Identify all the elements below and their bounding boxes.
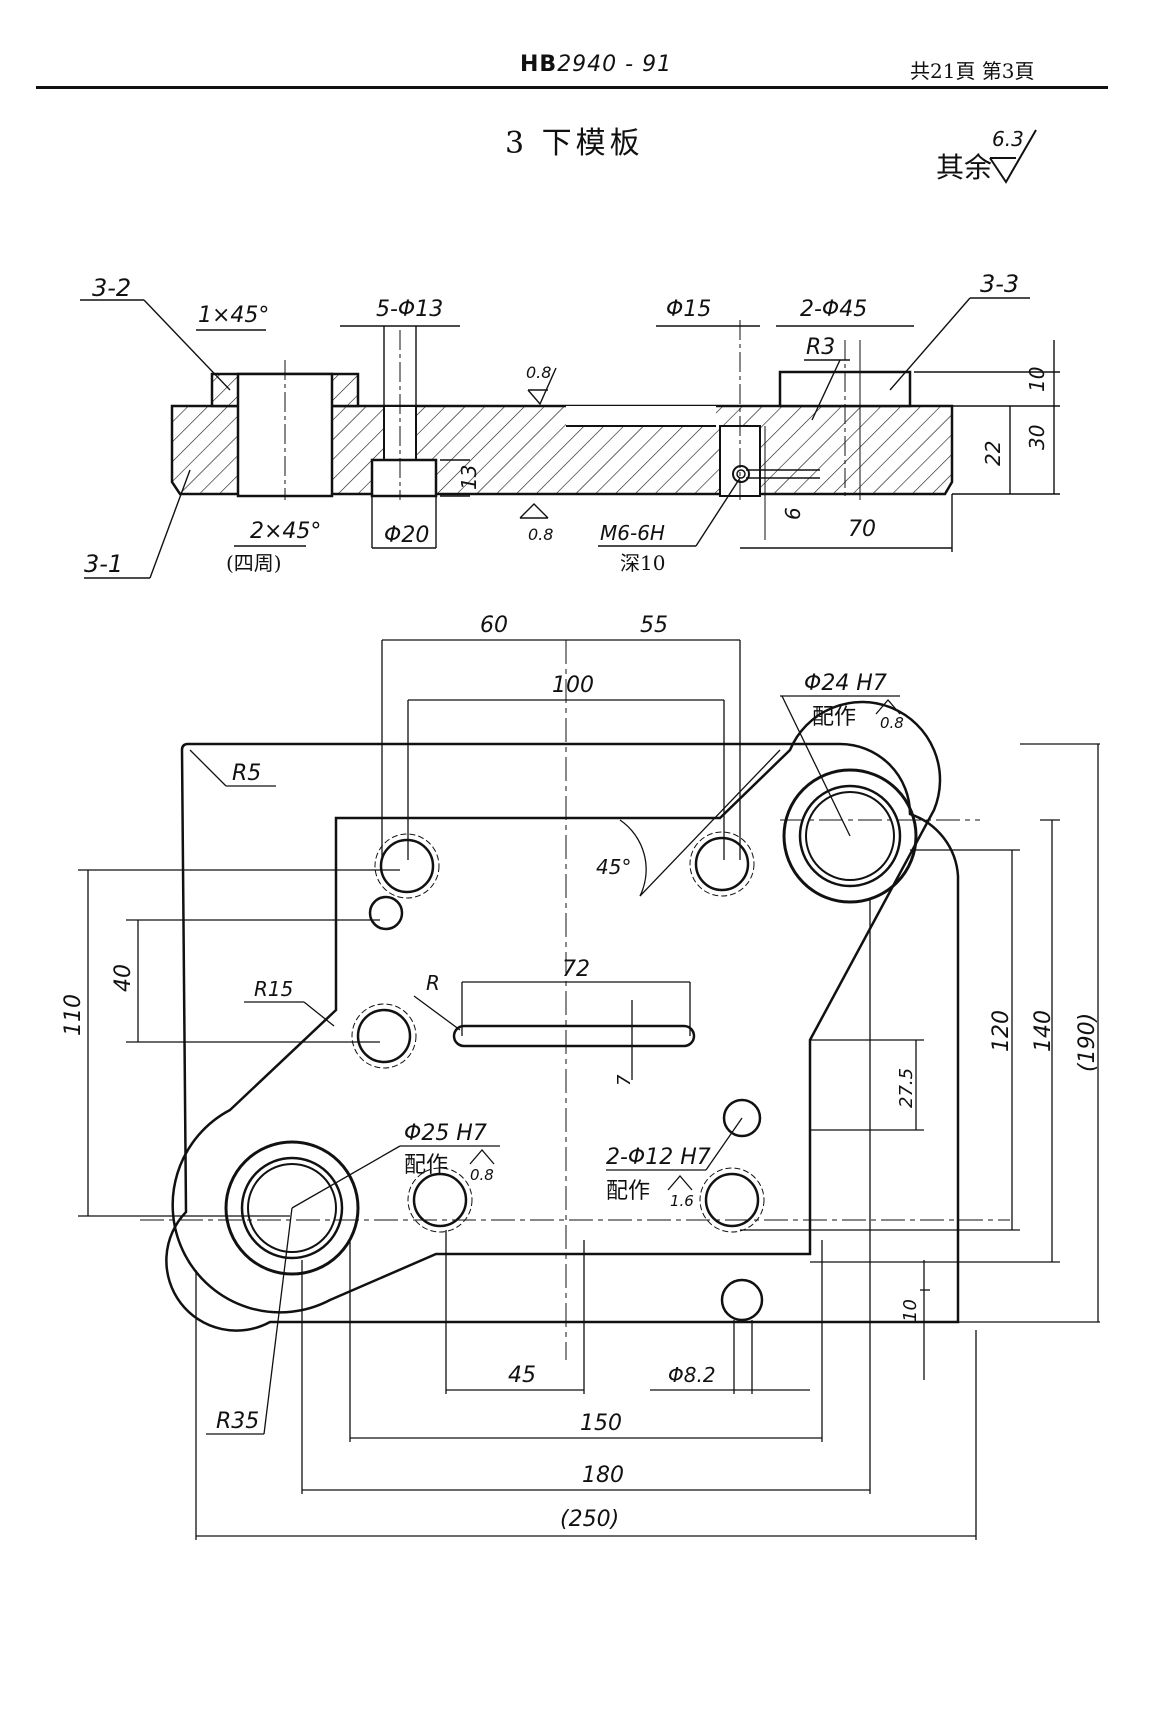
dim-120-label: 120 [989,1010,1014,1052]
document-code: HB2940 - 91 [520,52,673,77]
header-rule [36,86,1108,89]
hole-8-2-label: Φ8.2 [668,1363,716,1387]
rough-top-value: 0.8 [526,363,551,382]
page-count: 共21頁 第3頁 [910,59,1035,83]
dim-180-label: 180 [582,1463,624,1488]
rest-roughness-symbol: 6.3 [989,127,1037,184]
holes-12-label: 2-Φ12 H7 [606,1145,711,1170]
dim-60-label: 60 [480,613,508,638]
dim-7-label: 7 [614,1074,635,1086]
thread-depth-label: 深10 [620,551,665,575]
plan-annotations: 60 55 100 Φ24 H7 配作 0.8 R5 45° 110 40 R1… [61,613,1100,1540]
fit-25-label: 配作 [404,1153,448,1178]
dim-10-label: 10 [1025,367,1049,392]
chamfer-bottom-label: 2×45° [250,519,321,544]
dim-22-label: 22 [981,441,1005,466]
fit-12-rough: 1.6 [670,1192,694,1210]
dim-55-label: 55 [640,613,668,638]
r5-label: R5 [232,761,261,786]
dim-72-label: 72 [562,957,590,982]
chamfer-bottom-note: (四周) [226,551,282,575]
dim-150-label: 150 [580,1411,622,1436]
section-annotations: 3-2 1×45° 5-Φ13 Φ15 2-Φ45 3-3 R3 0.8 0.8… [80,270,1060,579]
holes-13-label: 5-Φ13 [376,297,443,322]
dim-250-label: (250) [560,1507,619,1532]
slot-r-label: R [426,971,440,995]
dim-27-5-label: 27.5 [896,1068,917,1108]
angle-45-label: 45° [596,855,631,879]
rest-roughness-label: 其余 [936,151,993,184]
dim-10-plan-label: 10 [900,1299,921,1322]
label-3-3: 3-3 [980,270,1019,298]
rest-roughness-value: 6.3 [992,127,1024,151]
counterbore-label: Φ20 [384,523,429,548]
dim-30-label: 30 [1025,425,1049,450]
hole-25-label: Φ25 H7 [404,1121,487,1146]
depth-13-label: 13 [457,465,481,490]
fit-12-label: 配作 [606,1179,650,1204]
hole-15-label: Φ15 [666,297,711,322]
plan-view [140,640,1010,1360]
r15-label: R15 [254,977,293,1001]
section-view [170,320,954,540]
dim-190-label: (190) [1075,1013,1100,1072]
dim-100-label: 100 [552,673,594,698]
dim-110-label: 110 [61,994,86,1036]
dim-45-label: 45 [508,1363,536,1388]
dim-6-label: 6 [781,507,805,520]
thread-label: M6-6H [600,521,665,545]
dim-140-label: 140 [1031,1010,1056,1052]
label-3-1: 3-1 [84,550,123,578]
rough-bottom-value: 0.8 [528,525,553,544]
label-3-2: 3-2 [92,274,131,302]
page-title: 3 下模板 [505,126,644,161]
fit-24-rough: 0.8 [880,714,904,732]
r3-label: R3 [806,335,835,360]
fit-24-label: 配作 [812,705,856,730]
r35-label: R35 [216,1409,259,1434]
dim-40-label: 40 [111,964,136,992]
hole-24-label: Φ24 H7 [804,671,887,696]
holes-45-label: 2-Φ45 [800,297,867,322]
dim-70-label: 70 [848,517,876,542]
fit-25-rough: 0.8 [470,1166,494,1184]
chamfer-top-label: 1×45° [198,303,269,328]
